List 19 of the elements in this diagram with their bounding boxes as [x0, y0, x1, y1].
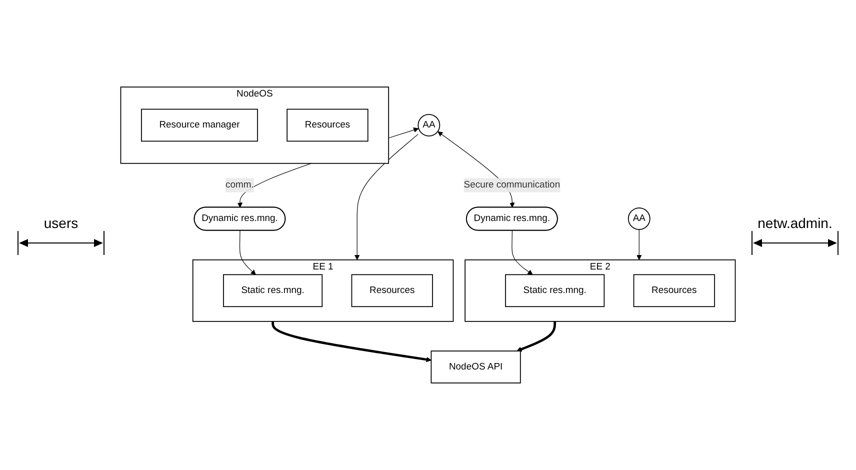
label-text: netw.admin.	[758, 215, 832, 231]
arrow	[512, 230, 533, 275]
node-box: NodeOS API	[430, 350, 521, 384]
node-box: Resources	[351, 274, 433, 308]
arrow	[354, 134, 418, 260]
node-circle: AA	[628, 208, 650, 230]
node-circle: AA	[418, 114, 440, 136]
node-box: Resources	[633, 274, 715, 308]
arrow	[516, 321, 556, 352]
edge-label: comm.	[226, 180, 254, 190]
node-box: Resources	[286, 108, 368, 142]
arrow	[239, 230, 256, 275]
arrow	[272, 321, 432, 362]
label-text: users	[44, 215, 78, 231]
node-box: Static res.mng.	[505, 274, 605, 308]
edge-label: Secure communication	[464, 180, 560, 190]
node-box: Resource manager	[141, 108, 258, 142]
arrow	[636, 229, 642, 260]
node-box: Static res.mng.	[223, 274, 323, 308]
